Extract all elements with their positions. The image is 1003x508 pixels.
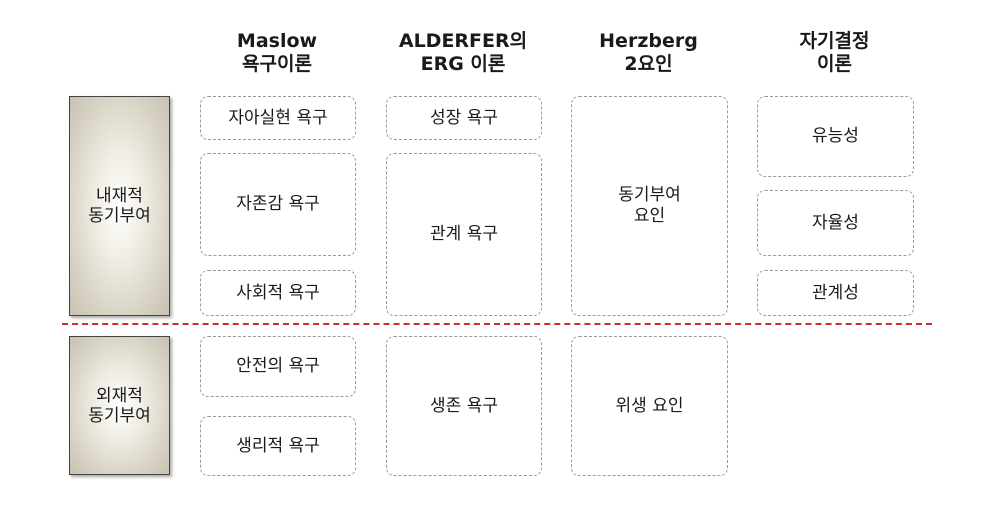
header-erg-line1: ALDERFER의 (398, 30, 528, 52)
header-herzberg-line2: 2요인 (624, 53, 673, 75)
header-herzberg-line1: Herzberg (599, 30, 698, 52)
erg-growth-label: 성장 욕구 (430, 107, 498, 128)
sdt-relatedness: 관계성 (757, 270, 914, 316)
maslow-social: 사회적 욕구 (200, 270, 356, 316)
herzberg-hygiene-label: 위생 요인 (615, 395, 684, 416)
erg-existence-label: 생존 욕구 (430, 395, 498, 416)
intrinsic-extrinsic-divider (62, 323, 932, 325)
erg-growth: 성장 욕구 (386, 96, 542, 140)
extrinsic-line1: 외재적 (96, 385, 143, 406)
maslow-safety: 안전의 욕구 (200, 336, 356, 397)
herzberg-motivator: 동기부여 요인 (571, 96, 728, 316)
sdt-autonomy: 자율성 (757, 190, 914, 256)
sdt-autonomy-label: 자율성 (812, 212, 859, 233)
header-sdt-line2: 이론 (817, 53, 852, 75)
header-herzberg: Herzberg 2요인 (571, 30, 726, 76)
sdt-competence-label: 유능성 (812, 126, 859, 146)
header-sdt: 자기결정 이론 (757, 30, 912, 76)
maslow-self-actualization: 자아실현 욕구 (200, 96, 356, 140)
extrinsic-line2: 동기부여 (88, 405, 151, 426)
maslow-self-actualization-label: 자아실현 욕구 (228, 107, 328, 128)
intrinsic-line2: 동기부여 (88, 206, 151, 226)
header-maslow-line1: Maslow (236, 30, 318, 52)
header-sdt-line1: 자기결정 (799, 30, 870, 52)
maslow-social-label: 사회적 욕구 (236, 282, 320, 303)
header-maslow: Maslow 욕구이론 (200, 30, 354, 76)
maslow-physiological: 생리적 욕구 (200, 416, 356, 476)
header-erg-line2: ERG 이론 (420, 53, 506, 75)
maslow-physiological-label: 생리적 욕구 (236, 435, 320, 456)
maslow-safety-label: 안전의 욕구 (236, 356, 320, 376)
intrinsic-motivation-label: 내재적 동기부여 (69, 96, 170, 316)
sdt-competence: 유능성 (757, 96, 914, 177)
header-erg: ALDERFER의 ERG 이론 (386, 30, 540, 76)
erg-existence: 생존 욕구 (386, 336, 542, 476)
herzberg-hygiene: 위생 요인 (571, 336, 728, 476)
sdt-relatedness-label: 관계성 (812, 282, 859, 303)
extrinsic-motivation-label: 외재적 동기부여 (69, 336, 170, 475)
maslow-esteem: 자존감 욕구 (200, 153, 356, 256)
intrinsic-line1: 내재적 (96, 186, 143, 206)
header-maslow-line2: 욕구이론 (242, 53, 312, 75)
herzberg-motivator-line2: 요인 (633, 206, 666, 226)
erg-relatedness-label: 관계 욕구 (430, 224, 498, 244)
maslow-esteem-label: 자존감 욕구 (236, 194, 320, 214)
erg-relatedness: 관계 욕구 (386, 153, 542, 316)
herzberg-motivator-line1: 동기부여 (618, 185, 681, 205)
